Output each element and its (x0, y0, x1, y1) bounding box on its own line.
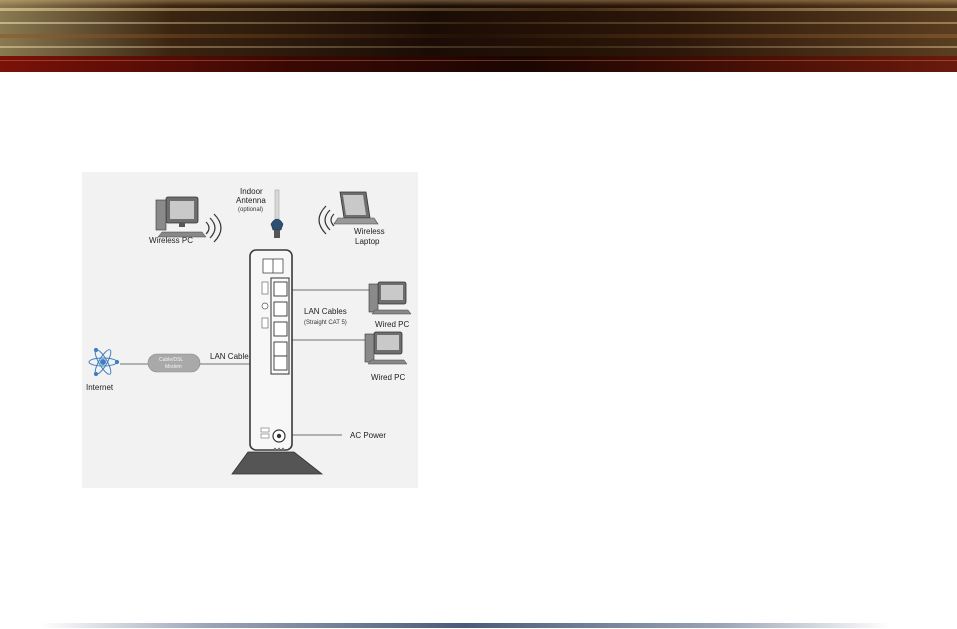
wireless-laptop-icon (334, 192, 378, 224)
indoor-antenna-label-2: Antenna (236, 196, 266, 205)
wired-pc-label-1: Wired PC (375, 320, 409, 329)
reset-button-icon (262, 303, 268, 309)
internet-icon (89, 348, 119, 376)
banner-stripe (0, 8, 957, 11)
wired-pc-icon (369, 282, 411, 314)
internet-label: Internet (86, 383, 114, 392)
indoor-antenna-label: Indoor (240, 187, 263, 196)
lan-cables-label: LAN Cables (304, 307, 347, 316)
footer-divider (40, 623, 890, 628)
lan-port-2 (274, 302, 287, 316)
wan-port (274, 356, 287, 370)
router-stand (232, 452, 322, 474)
diagram-canvas: Wireless PC Indoor Antenna (optional) Wi… (82, 172, 418, 488)
lan-port-4 (274, 342, 287, 356)
wireless-pc-icon (156, 197, 206, 237)
antenna-icon (271, 190, 283, 238)
lan-port-1 (274, 282, 287, 296)
wired-pc-label-2: Wired PC (371, 373, 405, 382)
banner-stripe (0, 56, 957, 72)
wireless-laptop-signal-icon (319, 206, 334, 234)
wired-pc-icon (365, 332, 407, 364)
banner-stripe (0, 60, 957, 61)
modem-label-2: Modem (165, 364, 182, 370)
network-setup-diagram: Wireless PC Indoor Antenna (optional) Wi… (82, 172, 418, 488)
lan-cables-sub-label: (Straight CAT 5) (304, 320, 347, 326)
lan-port-3 (274, 322, 287, 336)
wireless-laptop-label: Wireless (354, 227, 385, 236)
header-banner (0, 0, 957, 72)
banner-stripe (0, 34, 957, 38)
wireless-pc-label: Wireless PC (149, 236, 193, 245)
wireless-pc-signal-icon (206, 214, 221, 242)
banner-stripe (0, 46, 957, 48)
ac-power-label: AC Power (350, 431, 386, 440)
antenna-optional-label: (optional) (238, 207, 263, 213)
banner-stripe (0, 22, 957, 24)
wireless-laptop-label-2: Laptop (355, 237, 380, 246)
modem-label: Cable/DSL (159, 357, 183, 363)
lan-cable-label: LAN Cable (210, 352, 249, 361)
